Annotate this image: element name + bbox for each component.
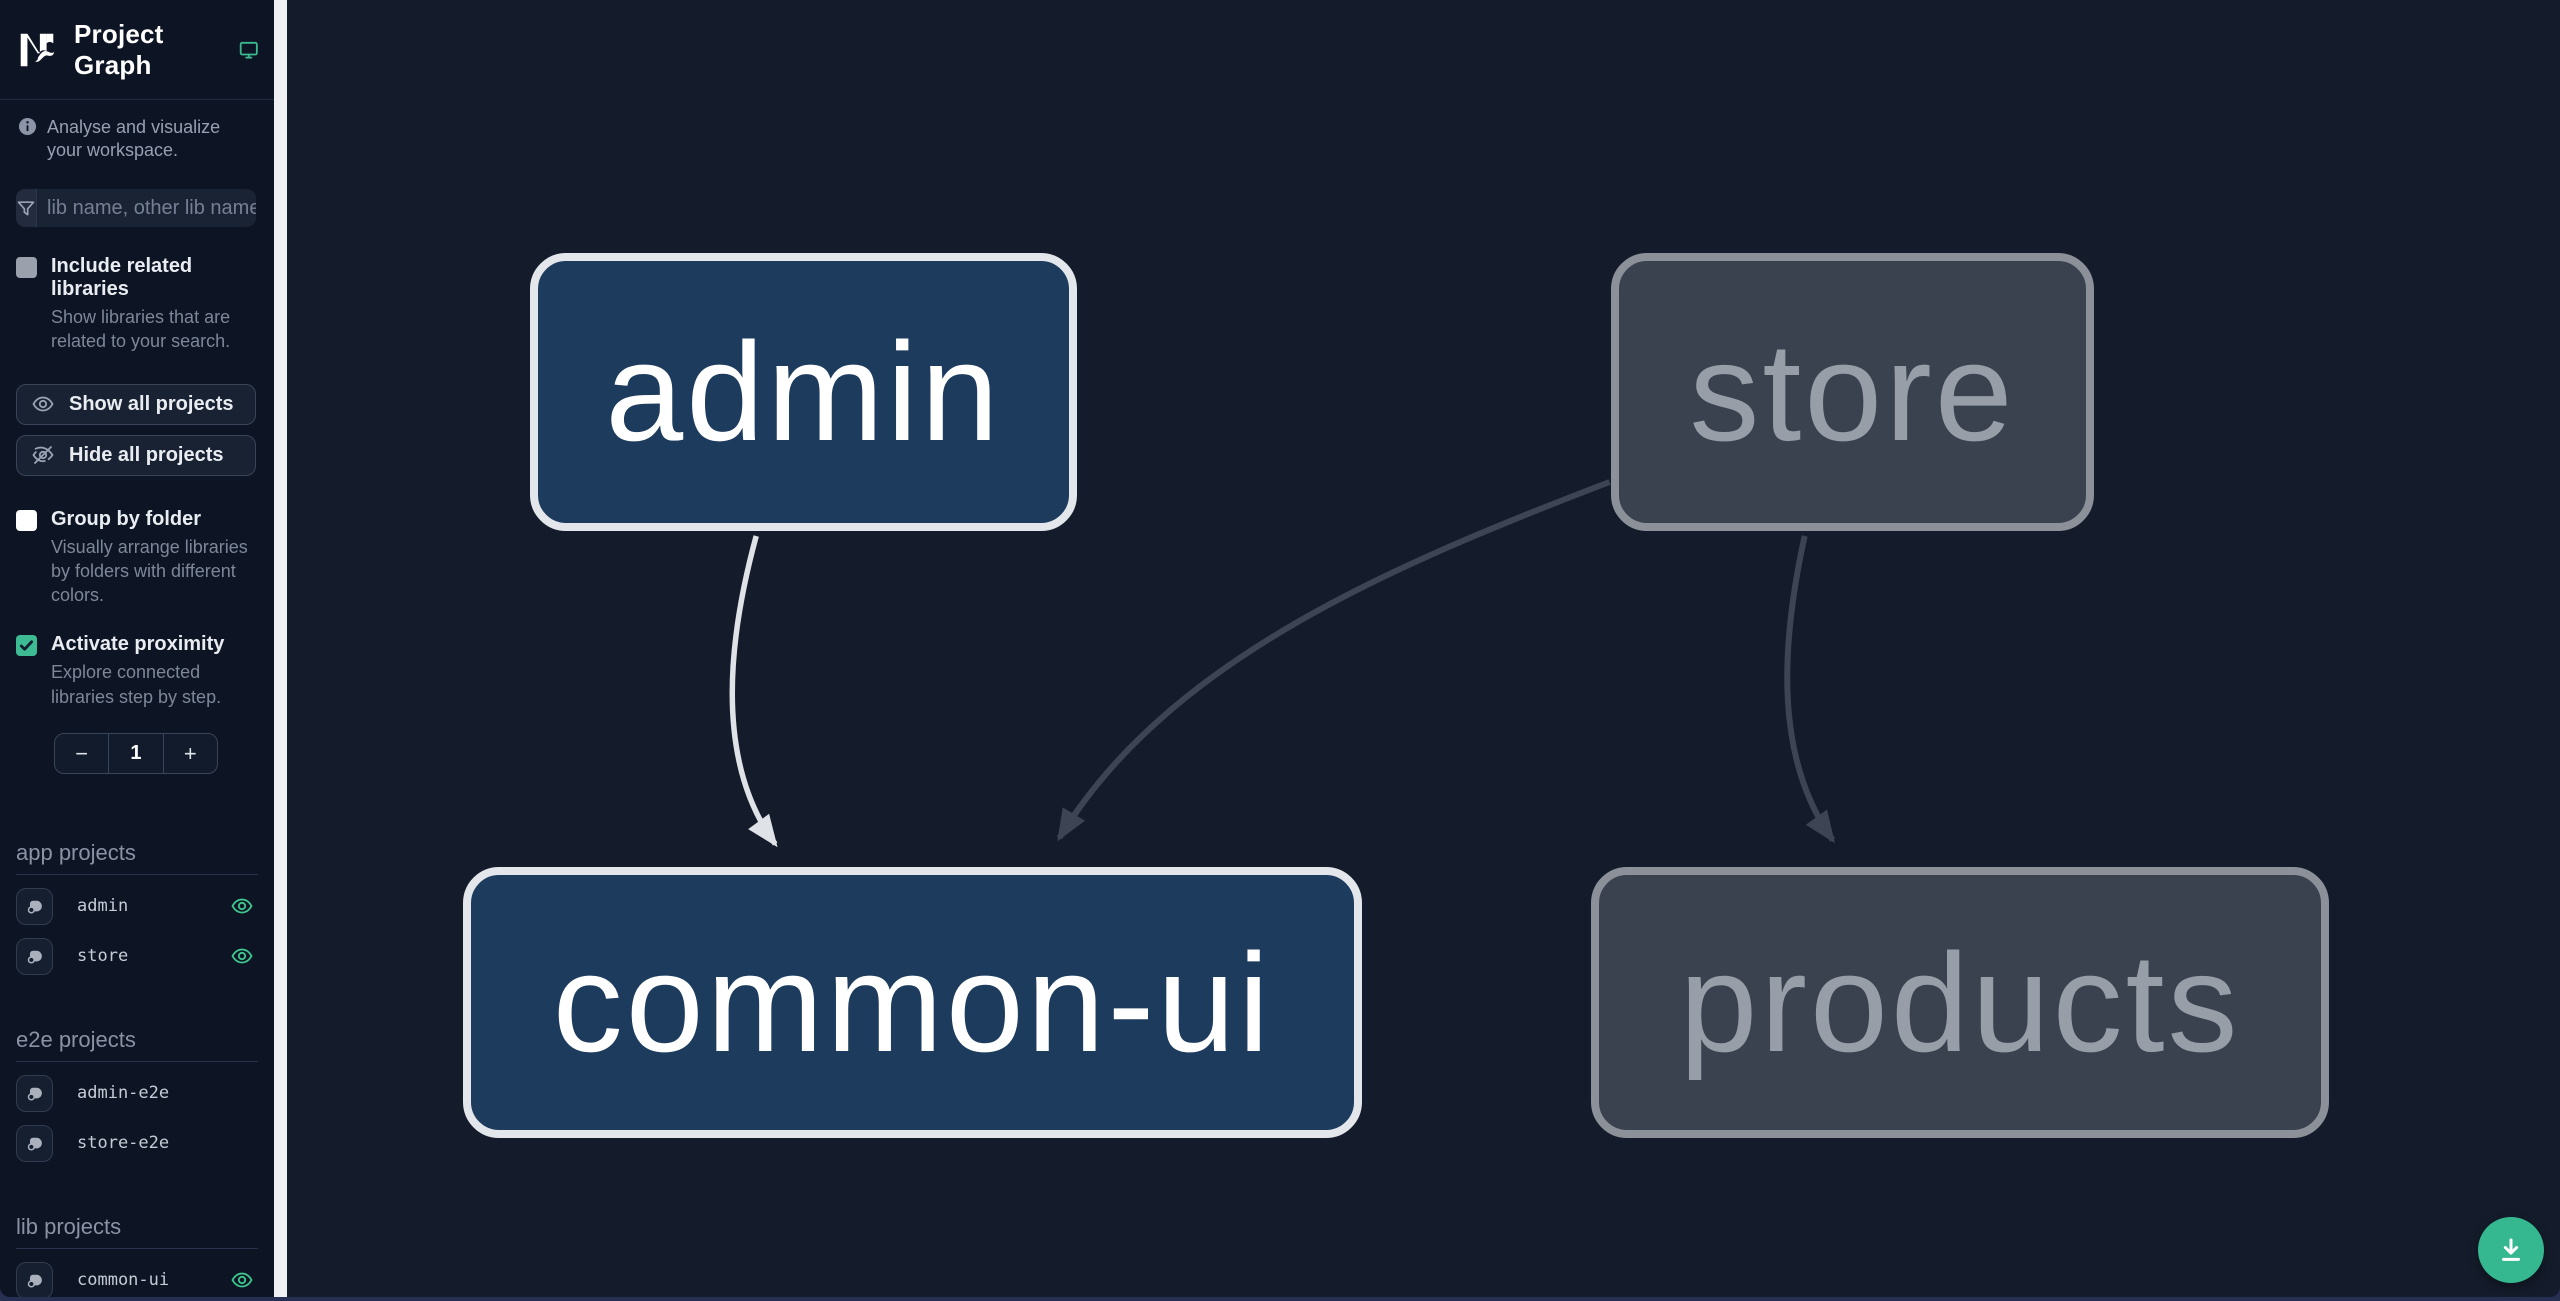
page-title: Project Graph xyxy=(74,18,164,80)
proximity-decrement-button[interactable]: − xyxy=(55,734,108,773)
checkmark-icon xyxy=(19,640,34,652)
download-icon xyxy=(2502,1238,2520,1261)
focus-project-button[interactable] xyxy=(16,1124,53,1162)
info-icon xyxy=(18,117,37,136)
proximity-increment-button[interactable]: + xyxy=(162,734,217,774)
hide-all-projects-label: Hide all projects xyxy=(69,443,224,466)
group-by-folder-option[interactable]: Group by folder Visually arrange librari… xyxy=(0,508,274,608)
edge-store-to-common-ui xyxy=(1056,479,1611,842)
include-related-checkbox[interactable] xyxy=(16,257,37,278)
graph-node-store[interactable]: store xyxy=(1611,253,2094,531)
visibility-eye-icon[interactable] xyxy=(230,1268,254,1292)
visibility-eye-icon[interactable] xyxy=(230,944,254,968)
e2e-projects-section: e2e projects admin-e2e store- xyxy=(0,1027,274,1162)
include-related-description: Show libraries that are related to your … xyxy=(51,307,231,352)
proximity-depth-value: 1 xyxy=(108,734,162,774)
visibility-eye-icon[interactable] xyxy=(230,894,254,918)
group-by-folder-label: Group by folder xyxy=(51,507,201,530)
project-name: store xyxy=(77,946,129,967)
node-label: products xyxy=(1679,923,2241,1081)
graph-node-products[interactable]: products xyxy=(1591,867,2329,1138)
lib-projects-section: lib projects common-ui xyxy=(0,1214,274,1297)
activate-proximity-label: Activate proximity xyxy=(51,633,225,656)
include-related-label: Include related libraries xyxy=(51,255,193,300)
project-name: common-ui xyxy=(77,1270,170,1291)
project-row-common-ui: common-ui xyxy=(16,1261,258,1297)
focus-pin-icon xyxy=(27,1087,42,1101)
sidebar: Project Graph Analyse and visualize your… xyxy=(0,0,274,1297)
focus-project-button[interactable] xyxy=(16,887,53,925)
funnel-icon xyxy=(17,201,35,216)
app-projects-title: app projects xyxy=(16,840,258,876)
eye-off-icon xyxy=(32,446,54,464)
show-all-projects-button[interactable]: Show all projects xyxy=(16,383,256,425)
node-label: store xyxy=(1689,313,2016,470)
filter-funnel-segment xyxy=(16,189,37,227)
focus-project-button[interactable] xyxy=(16,937,53,975)
project-row-admin: admin xyxy=(16,887,258,925)
graph-node-common-ui[interactable]: common-ui xyxy=(463,867,1362,1138)
focus-project-button[interactable] xyxy=(16,1261,53,1297)
eye-icon xyxy=(32,396,54,412)
focus-pin-icon xyxy=(27,950,42,964)
node-label: common-ui xyxy=(552,923,1273,1081)
sidebar-resize-handle[interactable] xyxy=(274,0,287,1297)
edge-admin-to-common-ui xyxy=(729,535,778,848)
nx-logo-icon xyxy=(20,33,55,66)
sidebar-header: Project Graph xyxy=(0,0,274,100)
include-related-option[interactable]: Include related libraries Show libraries… xyxy=(0,255,274,354)
monitor-icon xyxy=(240,41,259,59)
group-by-folder-description: Visually arrange libraries by folders wi… xyxy=(51,536,248,606)
workspace-tagline: Analyse and visualize your workspace. xyxy=(47,117,221,160)
app-projects-section: app projects admin xyxy=(0,840,274,975)
project-row-store: store xyxy=(16,937,258,975)
lib-projects-title: lib projects xyxy=(16,1214,258,1250)
graph-node-admin[interactable]: admin xyxy=(530,253,1077,531)
activate-proximity-description: Explore connected libraries step by step… xyxy=(51,662,222,707)
project-row-store-e2e: store-e2e xyxy=(16,1124,258,1162)
hide-all-projects-button[interactable]: Hide all projects xyxy=(16,434,256,476)
proximity-depth-stepper: − 1 + xyxy=(54,733,218,775)
activate-proximity-checkbox[interactable] xyxy=(16,635,37,657)
focus-pin-icon xyxy=(27,1274,42,1288)
download-graph-button[interactable] xyxy=(2478,1217,2544,1283)
node-label: admin xyxy=(605,313,1002,470)
project-row-admin-e2e: admin-e2e xyxy=(16,1074,258,1112)
workspace-tagline-row: Analyse and visualize your workspace. xyxy=(0,100,274,167)
project-name: admin-e2e xyxy=(77,1083,170,1104)
focus-project-button[interactable] xyxy=(16,1074,53,1112)
project-name: store-e2e xyxy=(77,1133,170,1154)
dependency-edges xyxy=(729,479,1836,848)
e2e-projects-title: e2e projects xyxy=(16,1027,258,1063)
show-all-projects-label: Show all projects xyxy=(69,392,234,415)
edge-store-to-products xyxy=(1784,535,1836,844)
graph-canvas[interactable]: admin store common-ui products xyxy=(287,0,2560,1297)
activate-proximity-option[interactable]: Activate proximity Explore connected lib… xyxy=(0,633,274,709)
focus-pin-icon xyxy=(27,1137,42,1151)
project-name: admin xyxy=(77,896,129,917)
search-input[interactable] xyxy=(37,189,256,227)
group-by-folder-checkbox[interactable] xyxy=(16,509,37,531)
filter-bar xyxy=(16,189,256,227)
focus-pin-icon xyxy=(27,900,42,914)
